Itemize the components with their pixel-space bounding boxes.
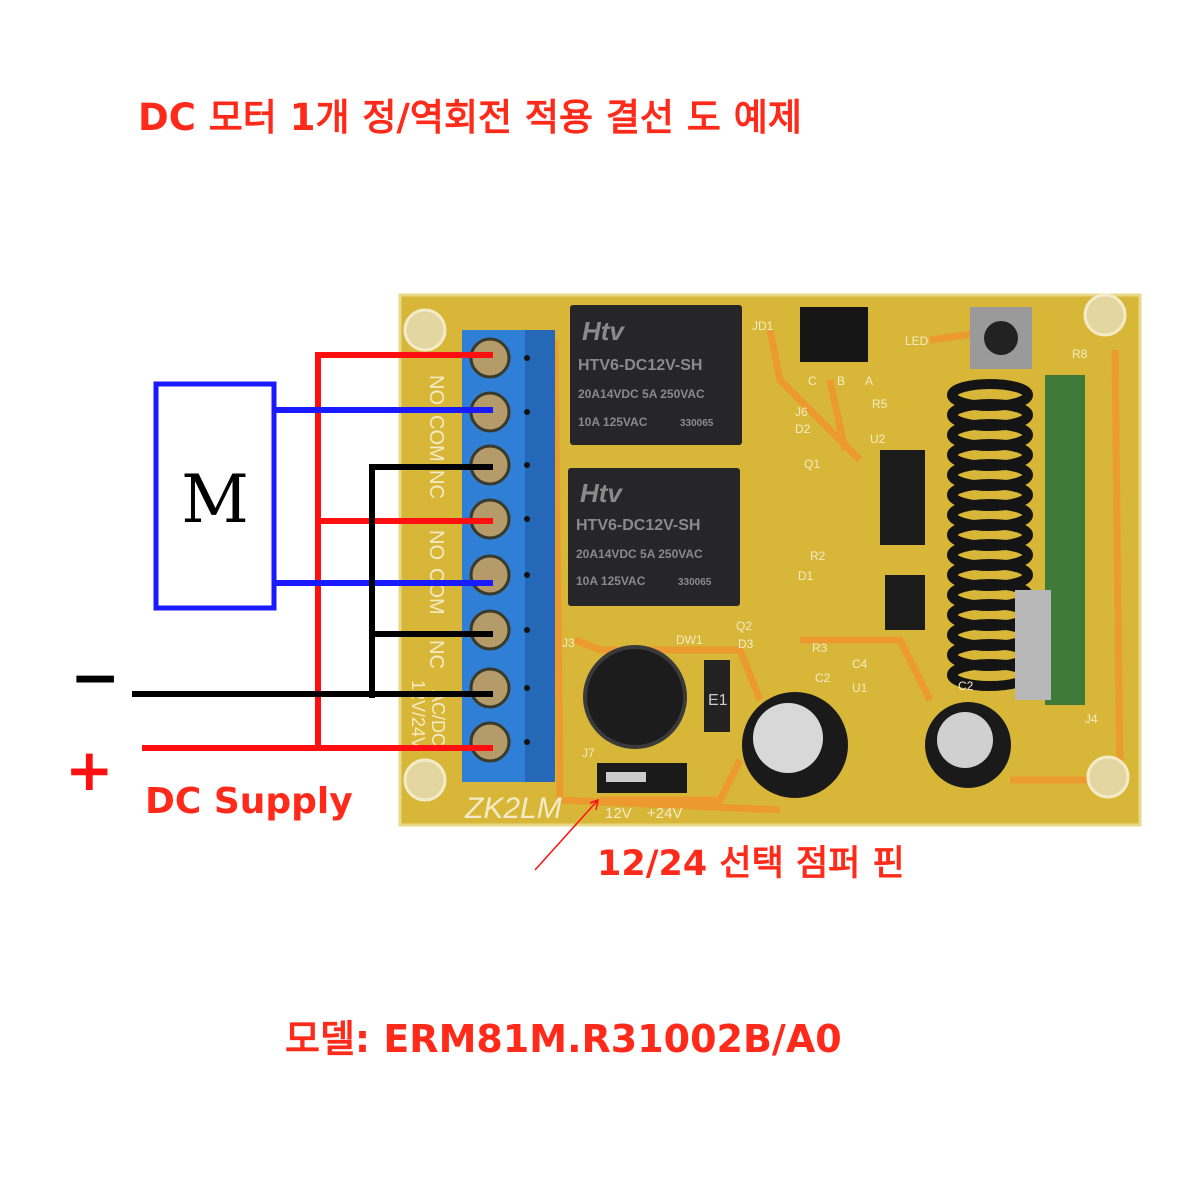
svg-text:20A14VDC 5A 250VAC: 20A14VDC 5A 250VAC: [576, 547, 703, 561]
svg-text:J3: J3: [562, 636, 575, 650]
svg-text:LED: LED: [905, 334, 929, 348]
svg-text:C2: C2: [815, 671, 831, 685]
buzzer: [583, 645, 687, 749]
terminal-hole: [524, 685, 530, 691]
svg-text:HTV6-DC12V-SH: HTV6-DC12V-SH: [578, 357, 702, 374]
terminal-label-com-2: COM: [425, 568, 447, 615]
terminal-labels: NO COM NC NO COM NC AC/DC 12V/24V: [408, 375, 448, 749]
svg-text:U2: U2: [870, 432, 886, 446]
svg-text:Q1: Q1: [804, 457, 820, 471]
svg-text:B: B: [837, 374, 845, 388]
terminal-screw: [469, 667, 511, 709]
terminal-hole: [524, 409, 530, 415]
ic-u1: [885, 575, 925, 630]
terminal-hole: [524, 516, 530, 522]
terminal-label-nc-1: NC: [425, 470, 447, 499]
crystal: [1015, 590, 1051, 700]
arrow-icon: [534, 798, 600, 871]
svg-text:U1: U1: [852, 681, 868, 695]
relay-2: Htv HTV6-DC12V-SH 20A14VDC 5A 250VAC 10A…: [568, 468, 740, 606]
svg-text:HTV6-DC12V-SH: HTV6-DC12V-SH: [576, 517, 700, 534]
svg-text:R2: R2: [810, 549, 826, 563]
model-number: 모델: ERM81M.R31002B/A0: [285, 1017, 842, 1061]
jumper-header-jd1: [800, 307, 868, 362]
dc-supply-label: DC Supply: [145, 781, 353, 822]
svg-text:C2: C2: [958, 679, 974, 693]
svg-text:Htv: Htv: [582, 316, 625, 346]
jumper-caption: 12/24 선택 점퍼 핀: [597, 844, 905, 884]
svg-text:R8: R8: [1072, 347, 1088, 361]
pcb-board: NO COM NC NO COM NC AC/DC 12V/24V Htv HT…: [398, 293, 1142, 827]
svg-text:J4: J4: [1085, 712, 1098, 726]
terminal-screw: [469, 554, 511, 596]
minus-sign: −: [70, 643, 120, 713]
motor: M: [153, 381, 277, 611]
wires: [132, 352, 493, 751]
terminal-hole: [524, 462, 530, 468]
board-name: ZK2LM: [464, 792, 562, 825]
terminal-hole: [524, 355, 530, 361]
svg-text:D1: D1: [798, 569, 814, 583]
terminal-label-no-1: NO: [425, 375, 447, 405]
svg-text:C: C: [808, 374, 817, 388]
svg-text:J6: J6: [795, 405, 808, 419]
svg-text:C4: C4: [852, 657, 868, 671]
svg-text:R5: R5: [872, 397, 888, 411]
jumper-12v-label: 12V: [605, 805, 632, 822]
svg-text:JD1: JD1: [752, 319, 774, 333]
relay-1: Htv HTV6-DC12V-SH 20A14VDC 5A 250VAC 10A…: [570, 305, 742, 445]
terminal-hole: [524, 572, 530, 578]
terminal-hole: [524, 739, 530, 745]
page-title: DC 모터 1개 정/역회전 적용 결선 도 예제: [138, 96, 802, 139]
rf-module: [1045, 375, 1085, 705]
svg-text:10A 125VAC: 10A 125VAC: [576, 574, 646, 588]
terminal-screw: [469, 609, 511, 651]
ic-u2: [880, 450, 925, 545]
svg-text:10A 125VAC: 10A 125VAC: [578, 415, 648, 429]
terminal-hole: [524, 627, 530, 633]
svg-text:DW1: DW1: [676, 633, 703, 647]
terminal-label-acdc: AC/DC: [428, 690, 448, 746]
svg-text:D3: D3: [738, 637, 754, 651]
terminal-label-voltage: 12V/24V: [408, 680, 428, 749]
svg-text:E1: E1: [708, 692, 728, 709]
terminal-screw: [469, 721, 511, 763]
jumper-24v-label: +24V: [647, 805, 682, 822]
mounting-holes: [403, 293, 1130, 802]
svg-text:R3: R3: [812, 641, 828, 655]
silkscreen-labels: JD1 J6 D2 Q1 U2 R2 D1 R3 Q2 D3 DW1 J7 J3…: [562, 319, 1098, 760]
plus-sign: +: [65, 736, 114, 804]
svg-text:Q2: Q2: [736, 619, 752, 633]
terminal-label-com-1: COM: [425, 415, 447, 462]
svg-text:330065: 330065: [678, 577, 712, 588]
terminal-label-nc-2: NC: [425, 640, 447, 669]
terminal-label-no-2: NO: [425, 530, 447, 560]
svg-text:20A14VDC 5A 250VAC: 20A14VDC 5A 250VAC: [578, 387, 705, 401]
svg-text:Htv: Htv: [580, 478, 623, 508]
svg-text:330065: 330065: [680, 418, 714, 429]
motor-label: M: [181, 461, 249, 538]
svg-text:D2: D2: [795, 422, 811, 436]
svg-text:A: A: [865, 374, 873, 388]
diode: [704, 660, 730, 732]
svg-text:J7: J7: [582, 746, 595, 760]
